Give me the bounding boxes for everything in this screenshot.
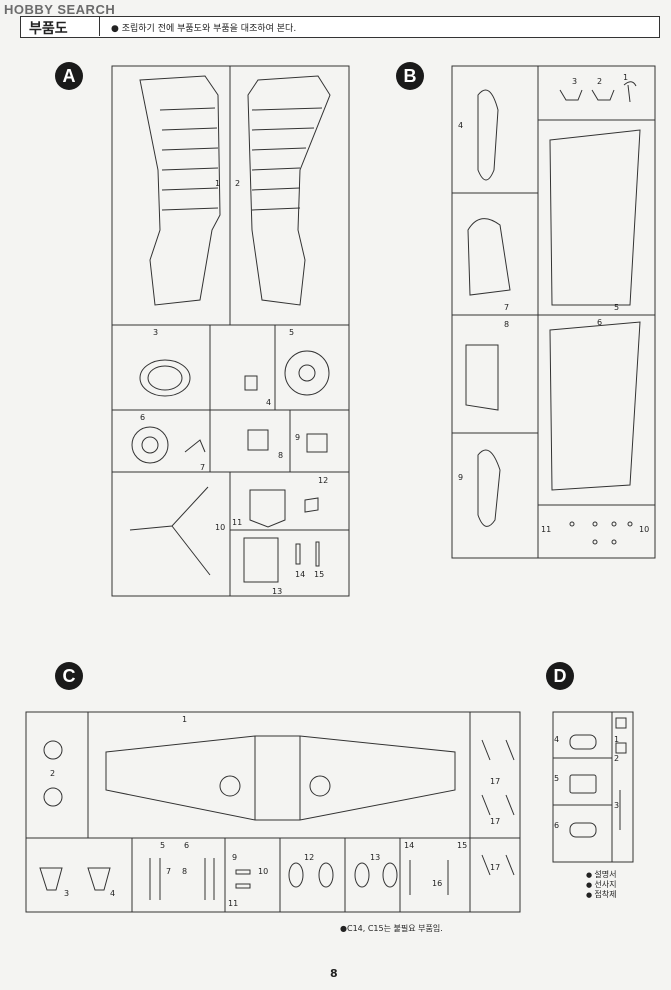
sprue-b-labels: 3 2 1 4 5 6 7 8 9 10 11 — [458, 73, 649, 534]
section-a-badge: A — [55, 62, 83, 90]
label-c5: 5 — [160, 841, 165, 850]
sprue-d-labels: 4 5 6 1 2 3 — [554, 735, 619, 830]
label-b1: 3 — [572, 77, 577, 86]
label-b6: 6 — [597, 318, 602, 327]
page-number: 8 — [330, 967, 338, 980]
sprue-d-frame — [552, 711, 634, 863]
label-b8: 8 — [504, 320, 509, 329]
label-b7: 7 — [504, 303, 509, 312]
label-a4: 4 — [266, 398, 271, 407]
label-a8: 8 — [278, 451, 283, 460]
label-a5: 5 — [289, 328, 294, 337]
label-d4: 4 — [554, 735, 559, 744]
header-divider — [99, 17, 100, 36]
label-b4: 4 — [458, 121, 463, 130]
label-c6: 6 — [184, 841, 189, 850]
label-c3: 3 — [64, 889, 69, 898]
label-a11: 11 — [232, 518, 242, 527]
legend-item-manual: 설명서 — [586, 870, 616, 880]
sprue-c-wing — [105, 735, 456, 821]
sprue-a-small-parts — [129, 350, 330, 583]
label-c1: 1 — [182, 715, 187, 724]
label-a14: 14 — [295, 570, 305, 579]
section-c-badge: C — [55, 662, 83, 690]
label-d2: 2 — [614, 754, 619, 763]
header-box: 부품도 ● 조립하기 전에 부품도와 부품을 대조하여 본다. — [20, 16, 660, 38]
label-a12: 12 — [318, 476, 328, 485]
label-c15: 15 — [457, 841, 467, 850]
label-c16: 16 — [432, 879, 442, 888]
sprue-d-parts — [569, 717, 627, 838]
section-b-badge: B — [396, 62, 424, 90]
sprue-c-small-parts — [39, 739, 515, 900]
sprue-a-fuselage-left — [139, 75, 221, 306]
section-d-badge: D — [546, 662, 574, 690]
label-c17a: 17 — [490, 777, 500, 786]
legend-item-glue: 접착제 — [586, 890, 616, 900]
sprue-a-frame — [111, 65, 350, 597]
label-c14: 14 — [404, 841, 414, 850]
label-c17b: 17 — [490, 817, 500, 826]
label-a3: 3 — [153, 328, 158, 337]
label-b11: 11 — [541, 525, 551, 534]
label-c8: 8 — [182, 867, 187, 876]
label-c17c: 17 — [490, 863, 500, 872]
label-a2: 2 — [235, 179, 240, 188]
label-d3: 3 — [614, 801, 619, 810]
page-title: 부품도 — [29, 21, 68, 37]
label-a13: 13 — [272, 587, 282, 596]
legend-item-decal: 선사지 — [586, 880, 616, 890]
sprue-b-frame — [451, 65, 656, 559]
label-d5: 5 — [554, 774, 559, 783]
label-b5: 5 — [614, 303, 619, 312]
label-a9: 9 — [295, 433, 300, 442]
label-c11: 11 — [228, 899, 238, 908]
label-b10: 10 — [639, 525, 649, 534]
label-b2: 2 — [597, 77, 602, 86]
sprue-c-note: ●C14, C15는 불필요 부품임. — [340, 924, 443, 933]
label-c9: 9 — [232, 853, 237, 862]
label-a7: 7 — [200, 463, 205, 472]
watermark-logo: HOBBY SEARCH — [4, 2, 116, 17]
header-note: ● 조립하기 전에 부품도와 부품을 대조하여 본다. — [111, 24, 297, 34]
sprue-b-parts — [465, 81, 641, 545]
sprue-a-labels: 1 2 3 4 5 6 7 8 9 10 11 12 13 14 15 — [140, 179, 328, 596]
sprue-a-fuselage-right — [247, 75, 331, 306]
sprue-c-frame — [25, 711, 521, 913]
label-a6: 6 — [140, 413, 145, 422]
label-a1: 1 — [215, 179, 220, 188]
sprue-c-labels: 1 2 3 4 5 6 7 8 9 10 11 12 13 14 15 16 1… — [50, 715, 500, 908]
label-c7: 7 — [166, 867, 171, 876]
label-c4: 4 — [110, 889, 115, 898]
label-c10: 10 — [258, 867, 268, 876]
legend: 설명서 선사지 접착제 — [586, 870, 616, 900]
label-d1: 1 — [614, 735, 619, 744]
label-a10: 10 — [215, 523, 225, 532]
label-c13: 13 — [370, 853, 380, 862]
label-b9: 9 — [458, 473, 463, 482]
label-c2: 2 — [50, 769, 55, 778]
label-c12: 12 — [304, 853, 314, 862]
label-b3: 1 — [623, 73, 628, 82]
label-a15: 15 — [314, 570, 324, 579]
label-d6: 6 — [554, 821, 559, 830]
